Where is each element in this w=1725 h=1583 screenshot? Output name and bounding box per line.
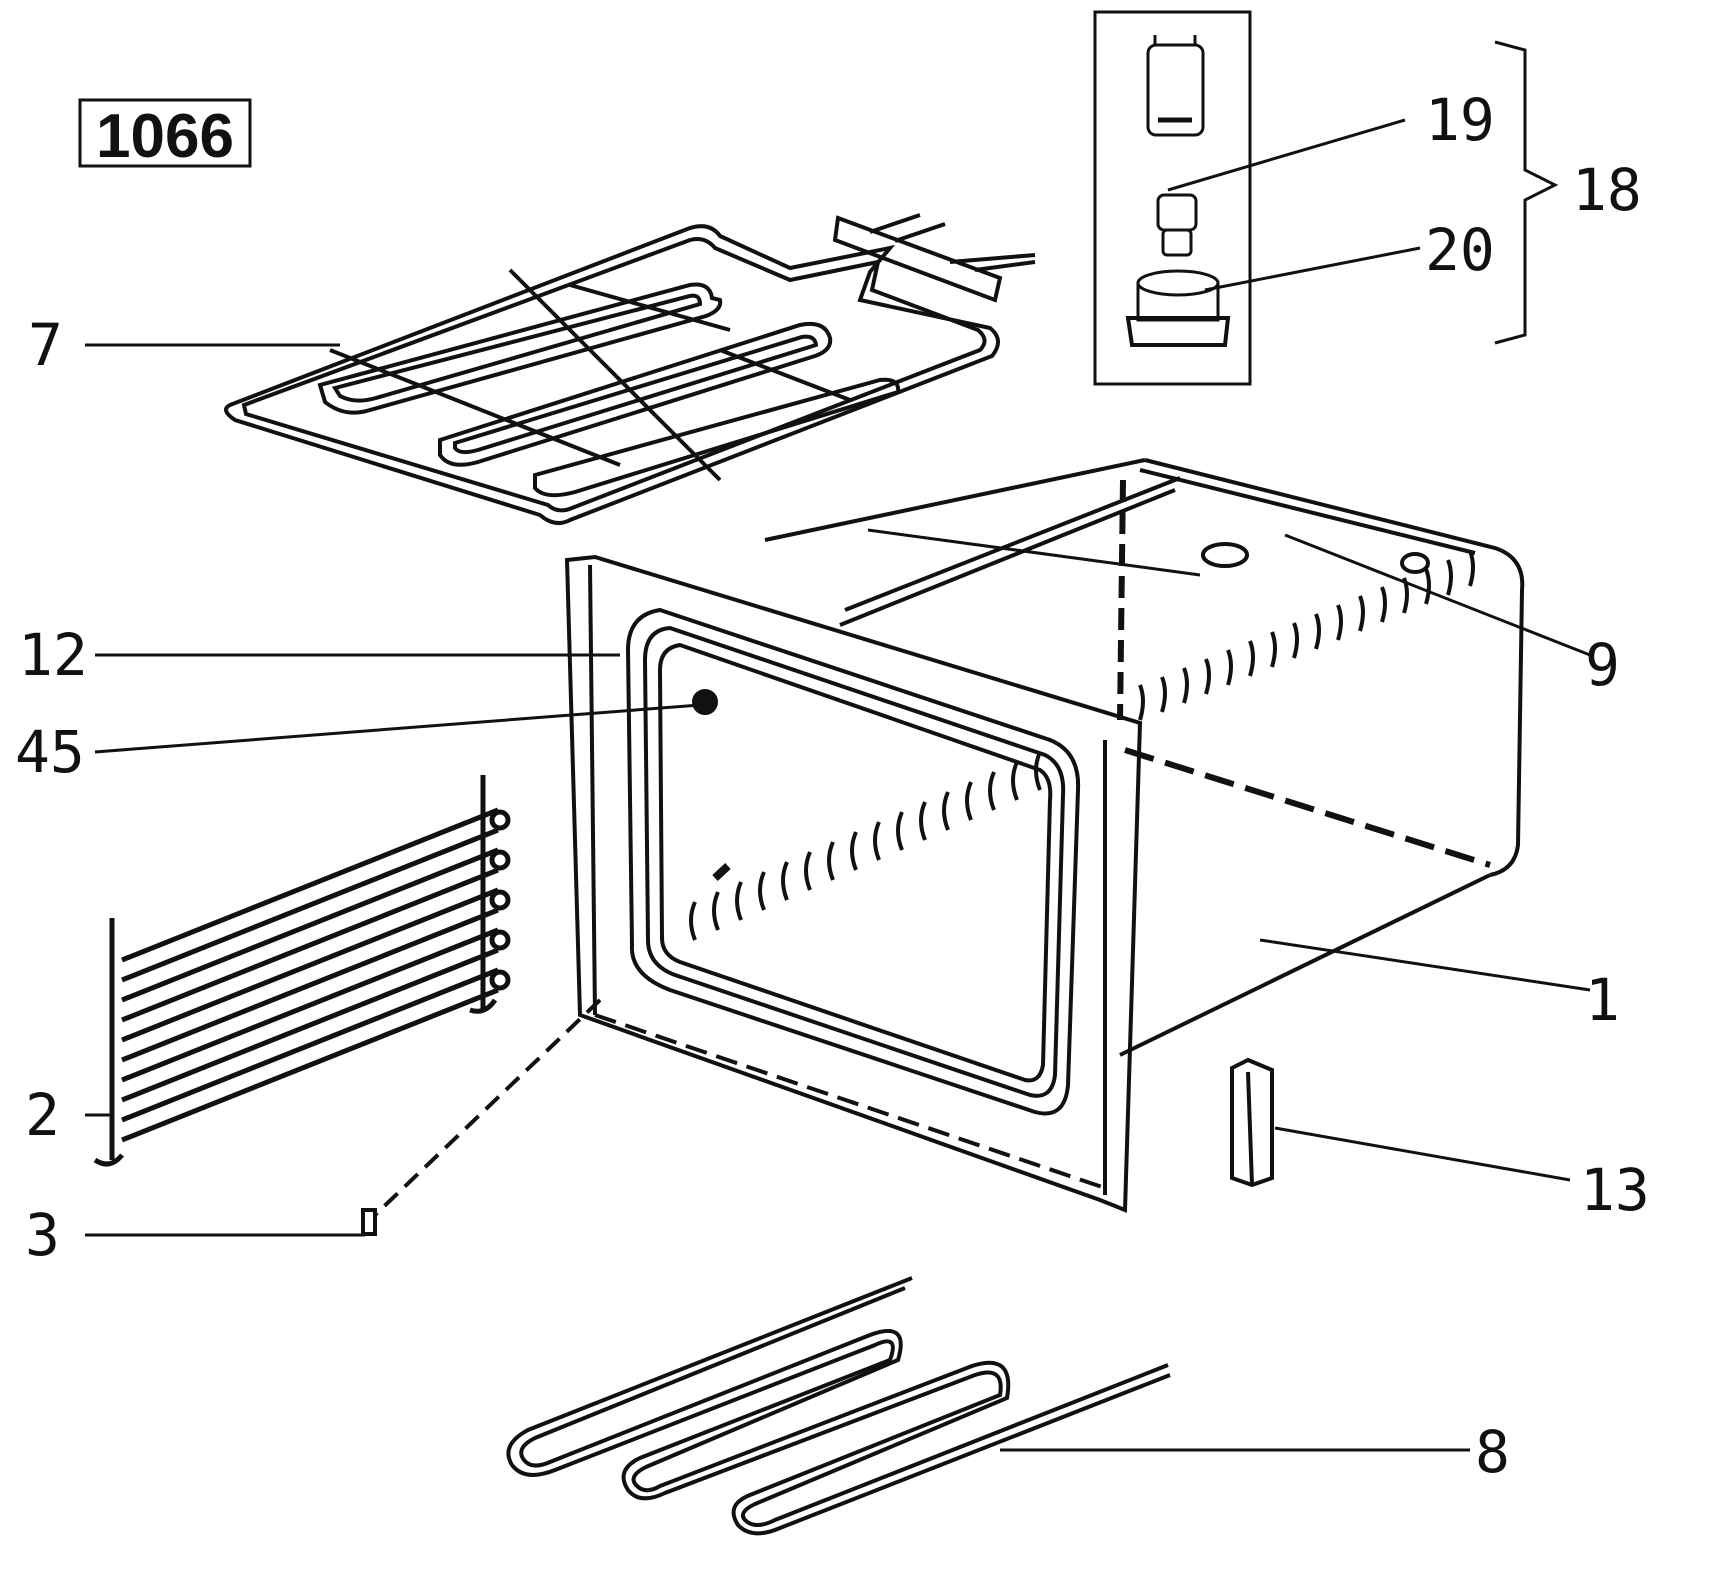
label-part-9: 9 xyxy=(1585,631,1620,699)
label-part-3: 3 xyxy=(25,1201,60,1269)
label-part-1: 1 xyxy=(1585,966,1620,1034)
oven-front-frame xyxy=(373,554,1143,1217)
oven-cavity xyxy=(764,458,1525,1057)
label-part-45: 45 xyxy=(15,718,85,786)
top-grill-element xyxy=(224,213,1036,526)
diagram-code-box: 1066 xyxy=(78,98,252,171)
label-part-12: 12 xyxy=(18,621,88,689)
part-group-bracket xyxy=(1494,40,1559,345)
label-part-20: 20 xyxy=(1425,216,1495,284)
part-labels: 7 19 18 20 12 9 45 1 2 13 3 8 xyxy=(15,86,1650,1486)
label-part-19: 19 xyxy=(1425,86,1495,154)
label-part-13: 13 xyxy=(1580,1156,1650,1224)
label-part-18: 18 xyxy=(1572,156,1642,224)
diagram-code: 1066 xyxy=(96,102,234,171)
oven-lamp-assembly xyxy=(1093,10,1252,386)
label-part-2: 2 xyxy=(25,1081,60,1149)
fixing-screw xyxy=(361,1208,377,1236)
leader-lines xyxy=(85,118,1591,1452)
label-part-7: 7 xyxy=(28,311,63,379)
bottom-heating-element xyxy=(506,1276,1171,1536)
side-shelf-rack xyxy=(93,775,511,1167)
insulation-block xyxy=(1230,1057,1274,1188)
label-part-8: 8 xyxy=(1475,1418,1510,1486)
